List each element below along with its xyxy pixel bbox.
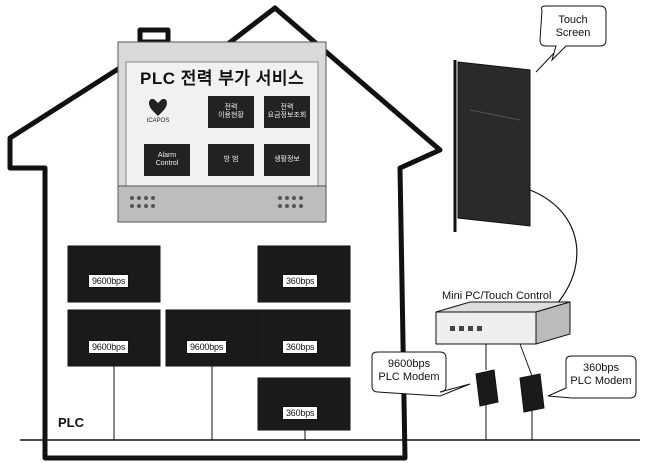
device-left-top-speed: 9600bps bbox=[88, 274, 130, 288]
modem-right-callout bbox=[547, 355, 637, 399]
tile-power-usage: 전력 이용현황 bbox=[218, 104, 244, 119]
touch-screen-callout bbox=[539, 5, 607, 62]
device-left-bottom-speed: 9600bps bbox=[88, 340, 130, 354]
brand-label: ICAPOS bbox=[146, 118, 170, 124]
tile-rate-info: 전력 요금정보조회 bbox=[267, 104, 307, 119]
tile-security: 방 범 bbox=[223, 156, 239, 163]
modem-right-label: 360bps PLC Modem bbox=[570, 362, 632, 387]
device-right-mid-speed: 360bps bbox=[282, 340, 319, 354]
tile-alarm-control: Alarm Control bbox=[155, 152, 179, 167]
device-boxes bbox=[67, 245, 351, 431]
device-right-bottom-speed: 360bps bbox=[282, 406, 319, 420]
plc-label: PLC bbox=[58, 415, 84, 430]
modem-left-label: 9600bps PLC Modem bbox=[378, 358, 440, 383]
mini-pc-label: Mini PC/Touch Control bbox=[442, 290, 552, 302]
touch-screen-device bbox=[453, 60, 531, 232]
modem-left-callout bbox=[371, 351, 471, 397]
control-panel bbox=[117, 41, 327, 223]
touch-screen-label: Touch Screen bbox=[555, 14, 591, 39]
device-mid-speed: 9600bps bbox=[186, 340, 228, 354]
panel-title: PLC 전력 부가 서비스 bbox=[140, 69, 305, 88]
plc-modems bbox=[475, 369, 545, 413]
mini-pc-box bbox=[435, 301, 571, 345]
device-right-top-speed: 360bps bbox=[282, 274, 319, 288]
tile-life-info: 생활정보 bbox=[274, 156, 300, 163]
